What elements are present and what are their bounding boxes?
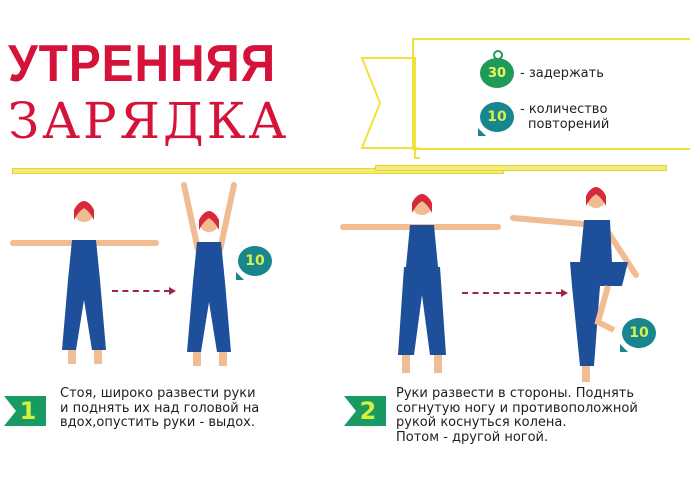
step-2-line: согнутую ногу и противоположной [396, 400, 638, 416]
arrow-right-icon [462, 289, 568, 297]
exercise-1-illustration [10, 182, 237, 366]
figure-arms-up-icon [181, 182, 237, 366]
hold-badge-value: 30 [487, 65, 507, 81]
figure-arms-out-icon [10, 201, 159, 364]
figure-arms-out-icon [340, 194, 501, 373]
step-1-number: 1 [4, 396, 46, 426]
speech-bubble-icon: 10 [236, 246, 272, 280]
ribbon-decoration [360, 57, 420, 159]
step-2-line: рукой коснуться колена. [396, 415, 567, 430]
step-1-line: и поднять их над головой на [60, 400, 260, 416]
step-2-line: Руки развести в стороны. Поднять [396, 386, 635, 401]
legend-reps-text: - количество повторений [520, 102, 609, 132]
speech-bubble-icon: 10 [620, 318, 656, 352]
step-1-description: Стоя, широко развести руки и поднять их … [60, 386, 260, 431]
legend-reps-line1: - количество [520, 102, 608, 117]
step-2-line: Потом - другой ногой. [396, 429, 549, 445]
speech-bubble-icon: 10 [478, 102, 514, 136]
legend-hold-text: - задержать [520, 65, 604, 81]
legend-box [412, 38, 690, 150]
step-1-line: вдох,опустить руки - выдох. [60, 415, 256, 430]
legend-reps-line2: повторений [528, 117, 610, 132]
stopwatch-icon: 30 [480, 50, 514, 88]
legend-hold: 30 - задержать [480, 50, 604, 88]
title-line-2: ЗАРЯДКА [8, 92, 290, 150]
step-2-number: 2 [344, 396, 386, 426]
title-underline [12, 168, 504, 174]
step-1-line: Стоя, широко развести руки [60, 386, 256, 401]
title-line-1: УТРЕННЯЯ [8, 35, 277, 93]
legend-underline [375, 165, 667, 171]
reps-badge-value: 10 [487, 109, 507, 125]
figure-knee-raise-icon [510, 187, 639, 382]
arrow-right-icon [112, 287, 176, 295]
exercise-2-illustration [340, 187, 639, 382]
legend-reps: 10 - количество повторений [478, 102, 609, 136]
step-2-description: Руки развести в стороны. Поднять согнуту… [396, 386, 638, 445]
exercise-1-reps: 10 [245, 253, 265, 269]
exercise-2-reps: 10 [629, 325, 649, 341]
